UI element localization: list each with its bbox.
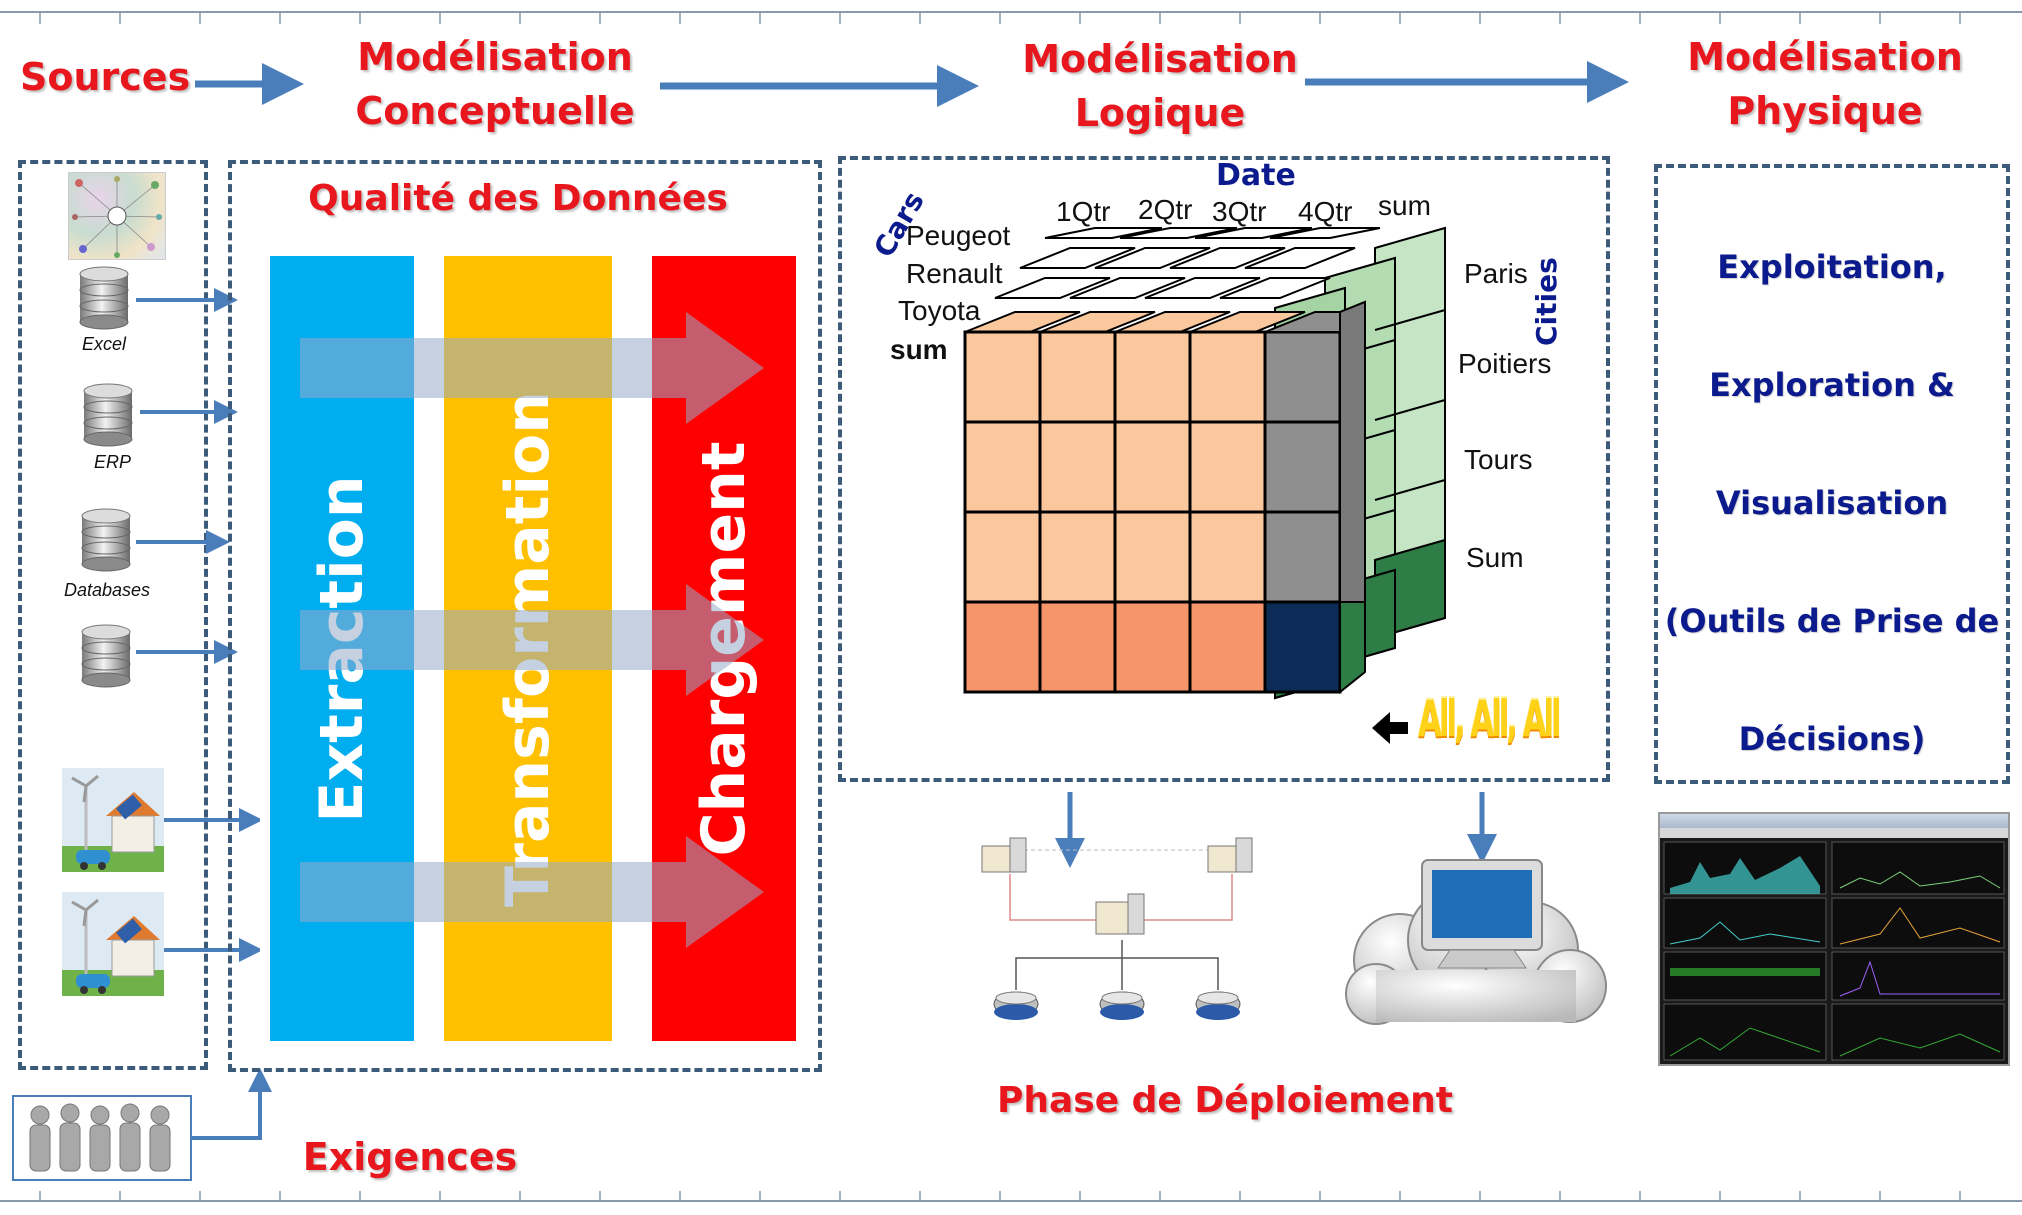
all-all-all-label: All, All, All bbox=[1418, 690, 1562, 748]
quarter-label: 1Qtr bbox=[1056, 196, 1111, 227]
source-label-excel: Excel bbox=[82, 334, 127, 354]
etl-arrow bbox=[300, 312, 764, 424]
logical-model-box bbox=[838, 156, 1610, 782]
physical-line: Exploration & bbox=[1709, 366, 1955, 404]
database-icon bbox=[81, 508, 131, 572]
physical-model-box bbox=[1654, 164, 2010, 784]
quarter-label: 4Qtr bbox=[1298, 196, 1353, 227]
dashboard-titlebar bbox=[1660, 814, 2008, 828]
dashboard-toolbar bbox=[1660, 828, 2008, 838]
sources-box bbox=[18, 160, 208, 1070]
disk-icon bbox=[1195, 991, 1241, 1020]
cities-axis-label: Cities bbox=[1530, 257, 1563, 346]
olap-cube bbox=[963, 226, 1446, 700]
physical-line: Visualisation bbox=[1715, 484, 1949, 522]
stakeholders-image bbox=[12, 1095, 192, 1181]
physical-model-text: Exploitation, Exploration & Visualisatio… bbox=[1658, 208, 2006, 798]
physical-modeling-title: Modélisation Physique bbox=[1687, 35, 1963, 133]
car-label: Renault bbox=[906, 258, 1003, 289]
pointer-arrow-icon bbox=[1372, 712, 1408, 744]
flow-arrows bbox=[195, 61, 1629, 107]
car-label: sum bbox=[890, 334, 948, 365]
dashboard-screenshot bbox=[1658, 812, 2010, 1066]
database-icon bbox=[81, 624, 131, 688]
network-diagram bbox=[981, 792, 1253, 1020]
quarter-label: sum bbox=[1378, 190, 1431, 221]
physical-line: (Outils de Prise de bbox=[1664, 602, 2000, 640]
conceptual-modeling-title: Modélisation Conceptuelle bbox=[355, 35, 635, 133]
physical-line: Décisions) bbox=[1738, 720, 1926, 758]
car-label: Toyota bbox=[898, 295, 981, 326]
city-label: Tours bbox=[1464, 444, 1533, 475]
source-label-databases: Databases bbox=[64, 580, 151, 600]
smart-house-icon bbox=[62, 768, 164, 872]
physical-line: Exploitation, bbox=[1717, 248, 1947, 286]
top-ruler bbox=[0, 11, 2022, 24]
requirements-label: Exigences bbox=[302, 1135, 518, 1179]
cloud-computer-icon bbox=[1345, 792, 1607, 1025]
source-label-erp: ERP bbox=[94, 452, 132, 472]
date-axis-label: Date bbox=[1216, 158, 1296, 193]
database-icon bbox=[79, 266, 129, 330]
data-quality-title: Qualité des Données bbox=[308, 178, 728, 219]
logical-modeling-title: Modélisation Logique bbox=[1022, 37, 1298, 135]
city-label: Poitiers bbox=[1458, 348, 1552, 379]
network-graph-image bbox=[68, 172, 166, 260]
requirements-arrow bbox=[192, 1068, 272, 1140]
database-icon bbox=[83, 383, 133, 447]
smart-house-icon bbox=[62, 892, 164, 996]
disk-icon bbox=[993, 991, 1039, 1020]
disk-icon bbox=[1099, 991, 1145, 1020]
server-icon bbox=[981, 837, 1027, 873]
server-icon bbox=[1095, 893, 1145, 935]
server-icon bbox=[1207, 837, 1253, 873]
quarter-label: 3Qtr bbox=[1212, 196, 1267, 227]
quarter-label: 2Qtr bbox=[1138, 194, 1193, 225]
etl-arrow bbox=[300, 584, 764, 696]
city-label: Sum bbox=[1466, 542, 1524, 573]
data-quality-box bbox=[228, 160, 822, 1072]
bottom-ruler bbox=[0, 1191, 2022, 1202]
etl-arrow bbox=[300, 836, 764, 948]
source-arrows bbox=[136, 288, 260, 962]
city-label: Paris bbox=[1464, 258, 1528, 289]
deployment-title: Phase de Déploiement bbox=[996, 1080, 1454, 1121]
sources-title: Sources bbox=[20, 55, 191, 99]
car-label: Peugeot bbox=[906, 220, 1011, 251]
etl-flow-arrows bbox=[300, 312, 764, 948]
